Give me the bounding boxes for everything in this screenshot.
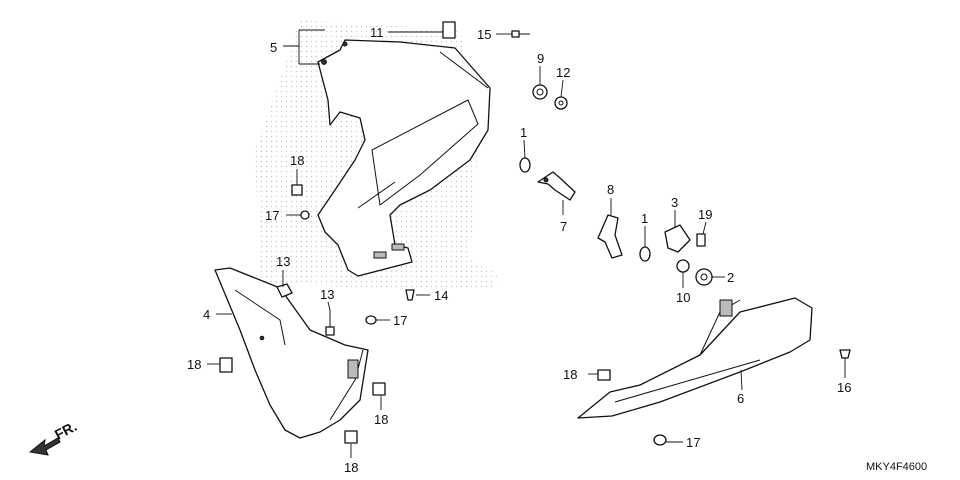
clip-18-upper — [291, 184, 303, 196]
diagram-code: MKY4F4600 — [866, 461, 927, 473]
label-5: 5 — [270, 40, 277, 55]
grommet — [532, 84, 548, 100]
label-13-center: 13 — [320, 287, 334, 302]
clip-18-left — [219, 357, 233, 373]
clip-nut-11 — [442, 21, 456, 39]
screw-17-upper — [300, 210, 310, 220]
label-10: 10 — [676, 290, 690, 305]
screw-19 — [696, 233, 706, 247]
label-16: 16 — [837, 380, 851, 395]
label-2: 2 — [727, 270, 734, 285]
label-18-left: 18 — [187, 357, 201, 372]
label-18-lower-a: 18 — [374, 412, 388, 427]
plate-3 — [664, 224, 691, 253]
leader-lines — [207, 29, 846, 458]
label-18-upper: 18 — [290, 153, 304, 168]
upper-inner-cover — [317, 39, 491, 277]
screw-17-center — [365, 315, 377, 325]
collar-10 — [676, 259, 690, 273]
label-17-right: 17 — [686, 435, 700, 450]
clip-18-lower-b — [344, 430, 358, 444]
collar — [554, 96, 568, 110]
screw-16 — [839, 349, 851, 359]
screw-17-right — [653, 434, 667, 446]
clip-18-right — [597, 369, 611, 381]
label-18-right: 18 — [563, 367, 577, 382]
label-19: 19 — [698, 207, 712, 222]
front-direction-arrow: FR. — [28, 418, 79, 456]
side-cowl — [214, 267, 369, 439]
label-18-lower-b: 18 — [344, 460, 358, 475]
bracket-7 — [537, 171, 576, 201]
label-13-left: 13 — [276, 254, 290, 269]
label-11: 11 — [370, 25, 384, 40]
washer-lower — [639, 246, 651, 262]
label-4: 4 — [203, 307, 210, 322]
washer-upper — [519, 157, 531, 173]
label-7: 7 — [560, 219, 567, 234]
clip-14 — [405, 289, 415, 301]
label-8: 8 — [607, 182, 614, 197]
label-1-upper: 1 — [520, 125, 527, 140]
label-3: 3 — [671, 195, 678, 210]
under-cowl — [577, 297, 813, 419]
bracket-8 — [597, 214, 623, 259]
label-9: 9 — [537, 51, 544, 66]
label-6: 6 — [737, 391, 744, 406]
label-14: 14 — [434, 288, 448, 303]
grommet-13-left — [276, 283, 293, 298]
grommet-13-center — [325, 310, 335, 336]
label-12: 12 — [556, 65, 570, 80]
grommet-2 — [695, 268, 713, 286]
clip-18-lower-a — [372, 382, 386, 396]
label-1-lower: 1 — [641, 211, 648, 226]
label-15: 15 — [477, 27, 491, 42]
label-17-upper: 17 — [265, 208, 279, 223]
label-17-center: 17 — [393, 313, 407, 328]
screw-15 — [511, 30, 530, 38]
